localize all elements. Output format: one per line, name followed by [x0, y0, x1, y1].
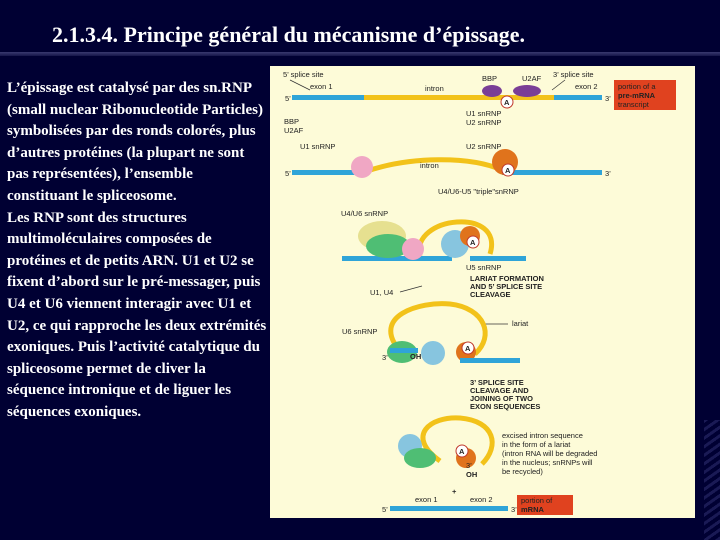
excised-label: in the nucleus; snRNPs will: [502, 458, 593, 467]
bbp-label: BBP: [482, 74, 497, 83]
step2-label: EXON SEQUENCES: [470, 402, 540, 411]
three-prime-label: 3’: [605, 94, 611, 103]
branch-a-label: A: [505, 166, 511, 175]
corner-decoration: [704, 420, 720, 540]
slide-title: 2.1.3.4. Principe général du mécanisme d…: [52, 22, 525, 47]
exon1-bar: [342, 256, 452, 261]
excised-label: in the form of a lariat: [502, 440, 571, 449]
title-divider: [0, 52, 720, 56]
bbp-shape: [482, 85, 502, 97]
exon1-bar: [390, 506, 460, 511]
step2-label: 3’ SPLICE SITE: [470, 378, 524, 387]
u2-snrnp-label: U2 snRNP: [466, 142, 501, 151]
branch-a-label: A: [465, 344, 471, 353]
mrna-box: [517, 495, 573, 515]
excised-label: be recycled): [502, 467, 543, 476]
five-prime-label: 5’: [285, 94, 291, 103]
intron-label: intron: [420, 161, 439, 170]
mrna-label: portion of: [521, 496, 553, 505]
three-prime-label: 3’: [511, 505, 517, 514]
bbp-label: BBP: [284, 117, 299, 126]
pre-mrna-box: [614, 80, 676, 110]
exon1-label: exon 1: [310, 82, 333, 91]
three-prime-label: 3’: [466, 461, 472, 470]
step1-label: LARIAT FORMATION: [470, 274, 544, 283]
splicing-figure: 5’ splice site 3’ splice site exon 1 exo…: [270, 66, 695, 518]
excised-lariat: [420, 415, 495, 466]
exon2-label: exon 2: [470, 495, 493, 504]
branch-a-label: A: [459, 447, 465, 456]
exon2-bar: [502, 170, 602, 175]
excised-label: (intron RNA will be degraded: [502, 449, 597, 458]
u1-snrnp-label: U1 snRNP: [466, 109, 501, 118]
step1-label: CLEAVAGE: [470, 290, 511, 299]
exon1-bar: [292, 95, 364, 100]
three-prime-label: 3’: [382, 353, 388, 362]
exon2-label: exon 2: [575, 82, 598, 91]
step2-label: JOINING OF TWO: [470, 394, 533, 403]
u1-snrnp-shape: [351, 156, 373, 178]
pre-mrna-label: portion of a: [618, 82, 656, 91]
u2af-label: U2AF: [284, 126, 304, 135]
body-paragraph: L’épissage est catalysé par des sn.RNP (…: [7, 80, 263, 204]
branch-a-label: A: [504, 98, 510, 107]
exon1-bar: [390, 348, 418, 353]
step2-label: CLEAVAGE AND: [470, 386, 529, 395]
body-paragraph: Les RNP sont des structures multimolécul…: [7, 209, 267, 420]
lariat-loop: [388, 301, 488, 356]
mrna-label: mRNA: [521, 505, 545, 514]
intron-bar: [364, 95, 554, 100]
exon1-bar: [292, 170, 364, 175]
body-text: L’épissage est catalysé par des sn.RNP (…: [7, 78, 267, 424]
u4u6u5-label: U4/U6-U5 "triple"snRNP: [438, 187, 519, 196]
u4u6-snrnp-label: U4/U6 snRNP: [341, 209, 388, 218]
exon2-bar: [554, 95, 602, 100]
excised-label: excised intron sequence: [502, 431, 583, 440]
five-prime-label: 5’: [382, 505, 388, 514]
exon1-label: exon 1: [415, 495, 438, 504]
u2af-label: U2AF: [522, 74, 542, 83]
intron-label: intron: [425, 84, 444, 93]
three-prime-label: 3’: [605, 169, 611, 178]
lariat-label: lariat: [512, 319, 529, 328]
oh-label: OH: [466, 470, 477, 479]
u6-shape: [366, 234, 410, 258]
pre-mrna-label: pre-mRNA: [618, 91, 656, 100]
splice3-label: 3’ splice site: [553, 70, 594, 79]
step1-label: AND 5’ SPLICE SITE: [470, 282, 542, 291]
exon2-bar: [460, 506, 508, 511]
u1-snrnp-label: U1 snRNP: [300, 142, 335, 151]
splice5-label: 5’ splice site: [283, 70, 324, 79]
u2-snrnp-label: U2 snRNP: [466, 118, 501, 127]
u1-snrnp-shape: [402, 238, 424, 260]
u6-snrnp-label: U6 snRNP: [342, 327, 377, 336]
five-prime-label: 5’: [285, 169, 291, 178]
plus-sign: +: [452, 487, 457, 496]
exon2-bar: [470, 256, 526, 261]
u2af-shape: [513, 85, 541, 97]
branch-a-label: A: [470, 238, 476, 247]
u5-snrnp-label: U5 snRNP: [466, 263, 501, 272]
oh-label: OH: [410, 352, 421, 361]
intron-bar: [363, 157, 504, 175]
u6-shape: [404, 448, 436, 468]
pre-mrna-label: transcript: [618, 100, 650, 109]
u5-snrnp-shape: [421, 341, 445, 365]
exon2-bar: [460, 358, 520, 363]
u1u4-label: U1, U4: [370, 288, 393, 297]
